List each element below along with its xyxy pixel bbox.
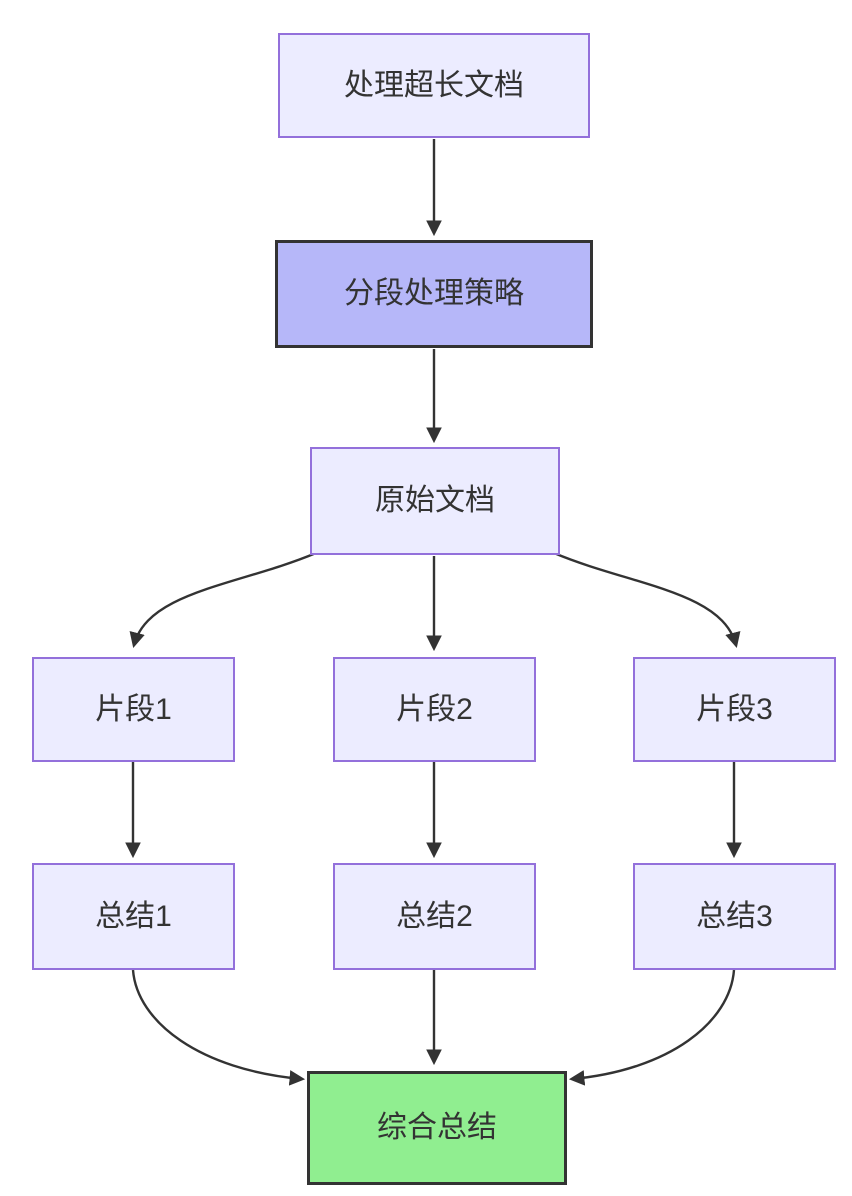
edge-I-J bbox=[568, 969, 736, 1086]
edge-G-J bbox=[131, 969, 306, 1086]
node-segmentation-strategy: 分段处理策略 bbox=[275, 240, 593, 348]
node-fragment-1: 片段1 bbox=[32, 657, 235, 762]
edge-C-D bbox=[129, 551, 317, 649]
node-fragment-2: 片段2 bbox=[333, 657, 536, 762]
node-combined-summary: 综合总结 bbox=[307, 1071, 567, 1185]
node-summary-3: 总结3 bbox=[633, 863, 836, 970]
node-summary-2: 总结2 bbox=[333, 863, 536, 970]
node-process-long-document: 处理超长文档 bbox=[278, 33, 590, 138]
node-summary-1: 总结1 bbox=[32, 863, 235, 970]
node-fragment-3: 片段3 bbox=[633, 657, 836, 762]
edge-C-F bbox=[553, 551, 741, 649]
node-original-document: 原始文档 bbox=[310, 447, 560, 555]
